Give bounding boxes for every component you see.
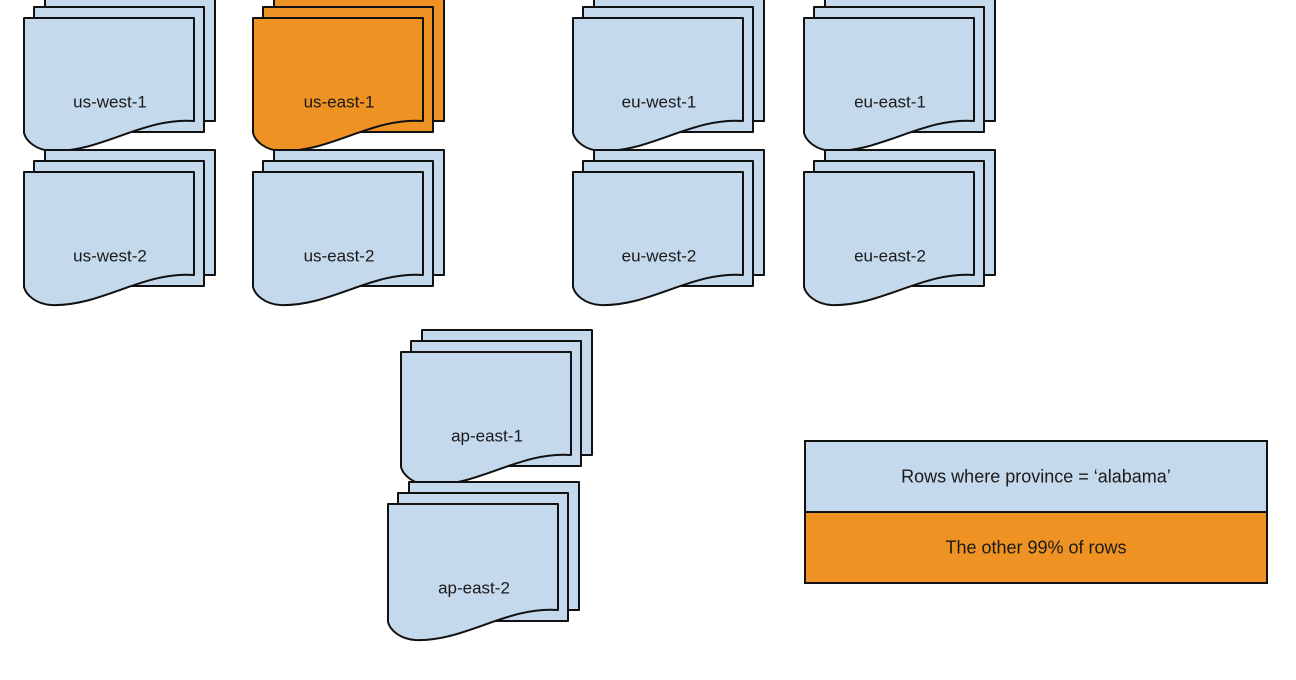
region-card-front — [572, 171, 744, 307]
legend-label: Rows where province = ‘alabama’ — [901, 466, 1171, 486]
legend-swatch — [804, 440, 1268, 513]
stacks-layer: us-west-1 us-east-1 eu-west-1 eu-east-1 us-w… — [23, 0, 996, 642]
region-label: eu-east-2 — [854, 246, 926, 265]
region-card-front — [803, 171, 975, 307]
legend-label: The other 99% of rows — [945, 537, 1126, 557]
region-label: eu-east-1 — [854, 92, 926, 111]
region-stack-eu-west-2[interactable]: eu-west-2 — [572, 149, 765, 307]
region-stack-eu-west-1[interactable]: eu-west-1 — [572, 0, 765, 153]
region-stack-ap-east-2[interactable]: ap-east-2 — [387, 481, 580, 642]
legend-swatch — [804, 511, 1268, 584]
region-label: us-west-2 — [73, 246, 147, 265]
region-label: us-east-1 — [304, 92, 375, 111]
region-card-front — [387, 503, 559, 642]
region-stack-us-east-1[interactable]: us-east-1 — [252, 0, 445, 153]
region-card-front — [252, 171, 424, 307]
region-stack-us-west-2[interactable]: us-west-2 — [23, 149, 216, 307]
region-label: us-west-1 — [73, 92, 147, 111]
region-stack-eu-east-2[interactable]: eu-east-2 — [803, 149, 996, 307]
region-stack-ap-east-1[interactable]: ap-east-1 — [400, 329, 593, 487]
legend-row-alabama[interactable]: Rows where province = ‘alabama’ — [804, 440, 1268, 513]
region-label: ap-east-2 — [438, 578, 510, 597]
region-label: us-east-2 — [304, 246, 375, 265]
region-label: ap-east-1 — [451, 426, 523, 445]
region-stack-us-east-2[interactable]: us-east-2 — [252, 149, 445, 307]
legend: Rows where province = ‘alabama’ The other… — [804, 440, 1268, 584]
region-stack-us-west-1[interactable]: us-west-1 — [23, 0, 216, 153]
legend-row-other[interactable]: The other 99% of rows — [804, 511, 1268, 584]
region-label: eu-west-1 — [622, 92, 697, 111]
region-stack-eu-east-1[interactable]: eu-east-1 — [803, 0, 996, 153]
region-card-front — [23, 171, 195, 307]
region-label: eu-west-2 — [622, 246, 697, 265]
